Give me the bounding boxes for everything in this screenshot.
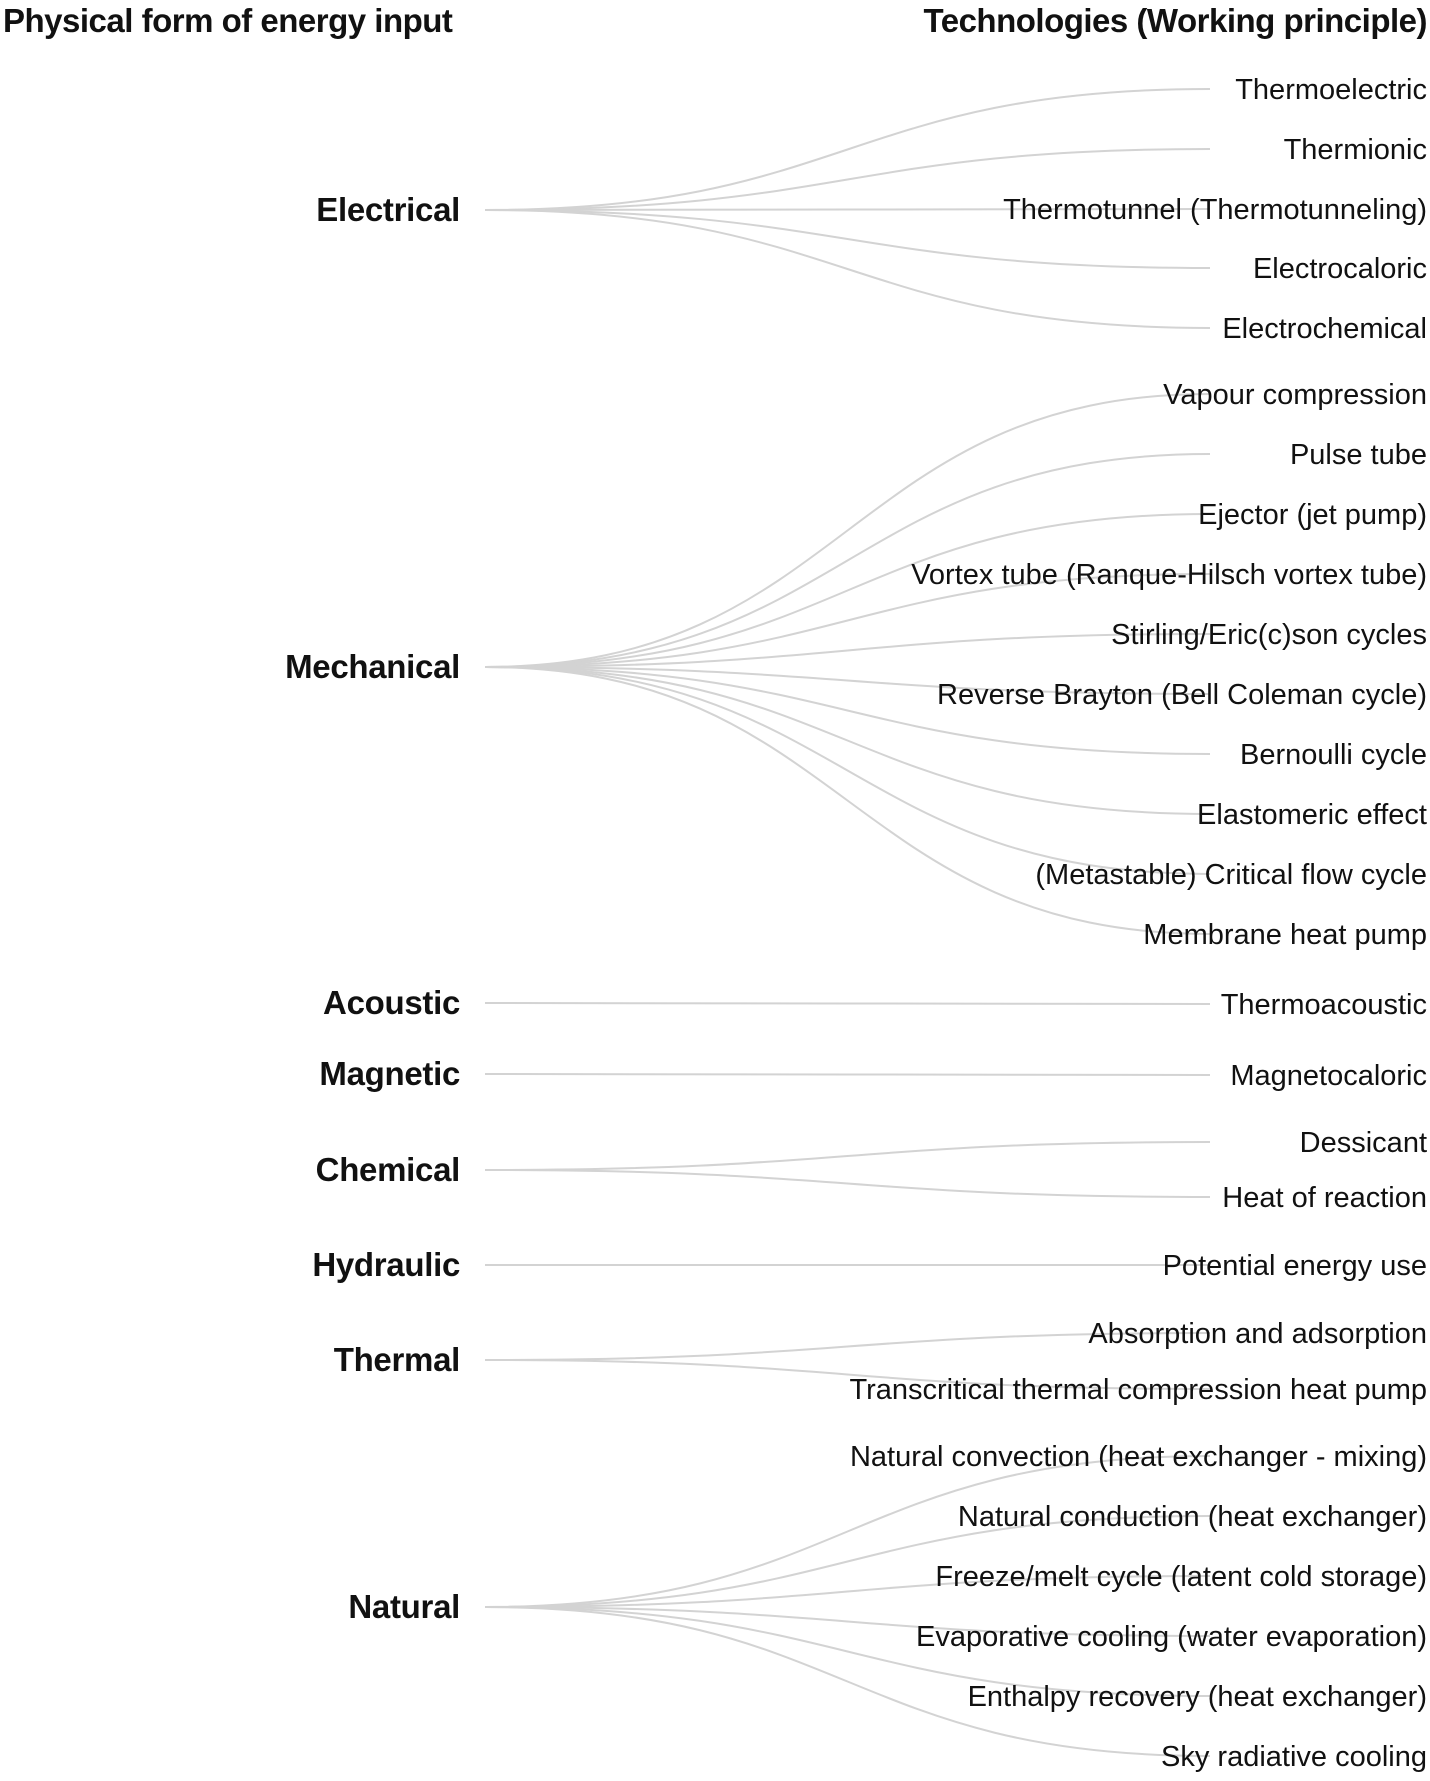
technology-label: Pulse tube — [1290, 439, 1427, 471]
category-label-hydraulic: Hydraulic — [312, 1246, 460, 1283]
link-chemical-0 — [484, 1141, 1211, 1171]
link-mechanical-9 — [484, 666, 1211, 935]
link-magnetic-0 — [484, 1073, 1211, 1076]
category-label-chemical: Chemical — [316, 1151, 460, 1188]
category-label-natural: Natural — [348, 1588, 460, 1625]
link-mechanical-8 — [484, 666, 1211, 875]
link-mechanical-2 — [484, 513, 1211, 668]
technology-label: Thermionic — [1284, 134, 1427, 166]
technology-label: Evaporative cooling (water evaporation) — [916, 1621, 1427, 1653]
technology-label: Magnetocaloric — [1230, 1060, 1427, 1092]
link-natural-0 — [484, 1455, 1211, 1608]
technology-label: (Metastable) Critical flow cycle — [1035, 859, 1427, 891]
technology-label: Reverse Brayton (Bell Coleman cycle) — [937, 679, 1427, 711]
category-label-electrical: Electrical — [316, 191, 460, 228]
link-thermal-1 — [484, 1359, 1211, 1390]
technology-label: Electrocaloric — [1253, 253, 1427, 285]
technology-label: Freeze/melt cycle (latent cold storage) — [935, 1561, 1427, 1593]
technology-label: Vapour compression — [1163, 379, 1427, 411]
category-label-magnetic: Magnetic — [319, 1055, 460, 1092]
link-electrical-0 — [484, 88, 1211, 211]
technology-label: Heat of reaction — [1222, 1182, 1427, 1214]
link-mechanical-5 — [484, 666, 1211, 695]
technology-label: Electrochemical — [1222, 313, 1427, 345]
link-chemical-1 — [484, 1169, 1211, 1198]
link-natural-1 — [484, 1515, 1211, 1608]
technology-label: Membrane heat pump — [1143, 919, 1427, 951]
link-natural-5 — [484, 1606, 1211, 1757]
link-natural-4 — [484, 1606, 1211, 1697]
link-mechanical-4 — [484, 633, 1211, 668]
link-thermal-0 — [484, 1332, 1211, 1361]
technology-label: Thermoelectric — [1235, 74, 1427, 106]
technology-label: Bernoulli cycle — [1240, 739, 1427, 771]
technology-label: Natural conduction (heat exchanger) — [958, 1501, 1427, 1533]
technology-label: Transcritical thermal compression heat p… — [849, 1374, 1427, 1406]
technology-label: Thermoacoustic — [1221, 989, 1427, 1021]
link-mechanical-3 — [484, 573, 1211, 668]
left-column-header: Physical form of energy input — [3, 2, 453, 39]
technology-label: Natural convection (heat exchanger - mix… — [850, 1441, 1427, 1473]
link-mechanical-1 — [484, 453, 1211, 668]
link-electrical-4 — [484, 209, 1211, 329]
link-electrical-3 — [484, 209, 1211, 269]
link-mechanical-7 — [484, 666, 1211, 815]
category-label-mechanical: Mechanical — [285, 648, 460, 685]
technology-label: Thermotunnel (Thermotunneling) — [1003, 194, 1427, 226]
technology-label: Dessicant — [1300, 1127, 1427, 1159]
link-electrical-2 — [484, 208, 1211, 211]
right-column-header: Technologies (Working principle) — [924, 2, 1427, 39]
category-label-acoustic: Acoustic — [323, 984, 460, 1021]
link-electrical-1 — [484, 148, 1211, 211]
links-layer — [484, 88, 1211, 1757]
link-mechanical-0 — [484, 393, 1211, 668]
labels-layer: Electrical ThermoelectricThermionicThermo… — [285, 74, 1427, 1773]
link-acoustic-0 — [484, 1002, 1211, 1005]
link-mechanical-6 — [484, 666, 1211, 755]
category-label-thermal: Thermal — [334, 1341, 460, 1378]
link-natural-3 — [484, 1606, 1211, 1637]
technology-label: Potential energy use — [1163, 1250, 1427, 1282]
technology-label: Ejector (jet pump) — [1198, 499, 1427, 531]
technology-label: Stirling/Eric(c)son cycles — [1111, 619, 1427, 651]
technology-label: Vortex tube (Ranque-Hilsch vortex tube) — [911, 559, 1427, 591]
technology-label: Enthalpy recovery (heat exchanger) — [968, 1681, 1427, 1713]
technology-label: Sky radiative cooling — [1161, 1741, 1427, 1773]
link-natural-2 — [484, 1575, 1211, 1608]
technology-label: Absorption and adsorption — [1088, 1318, 1427, 1350]
technology-label: Elastomeric effect — [1197, 799, 1427, 831]
